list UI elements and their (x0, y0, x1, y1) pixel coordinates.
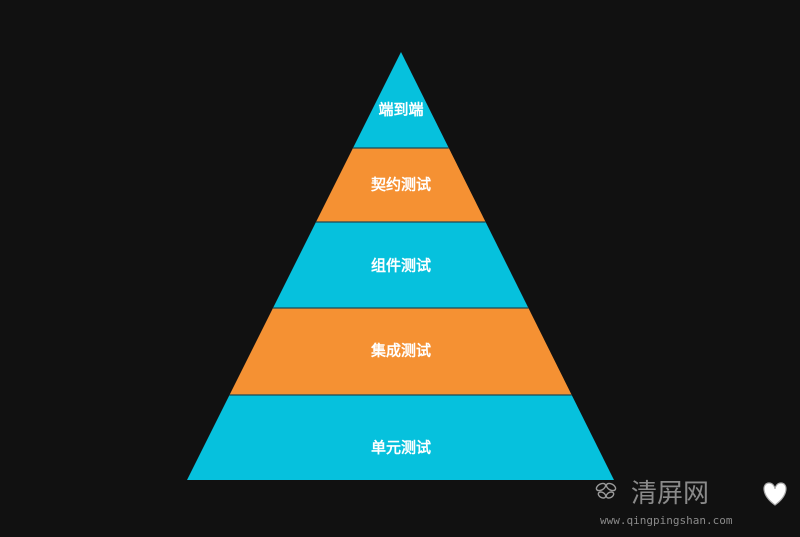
pyramid-layer-label: 端到端 (378, 101, 423, 119)
pyramid-layer-label: 集成测试 (370, 342, 431, 360)
pyramid-layer-5 (187, 395, 614, 480)
flower-icon (595, 482, 617, 499)
watermark-url: www.qingpingshan.com (600, 514, 733, 527)
heart-icon (763, 482, 787, 506)
pyramid-layer-label: 单元测试 (371, 439, 431, 457)
pyramid-layer-3 (273, 222, 529, 308)
watermark-site-name: 清屏网 (631, 479, 709, 509)
pyramid-dividers (229, 147, 572, 396)
pyramid-layers (187, 52, 614, 480)
pyramid-layer-label: 契约测试 (370, 176, 431, 194)
pyramid-layer-label: 组件测试 (371, 257, 431, 275)
pyramid-layer-1 (353, 52, 449, 148)
pyramid-layer-2 (316, 148, 486, 222)
watermark: 清屏网 www.qingpingshan.com (595, 479, 787, 527)
pyramid-layer-4 (229, 308, 572, 395)
